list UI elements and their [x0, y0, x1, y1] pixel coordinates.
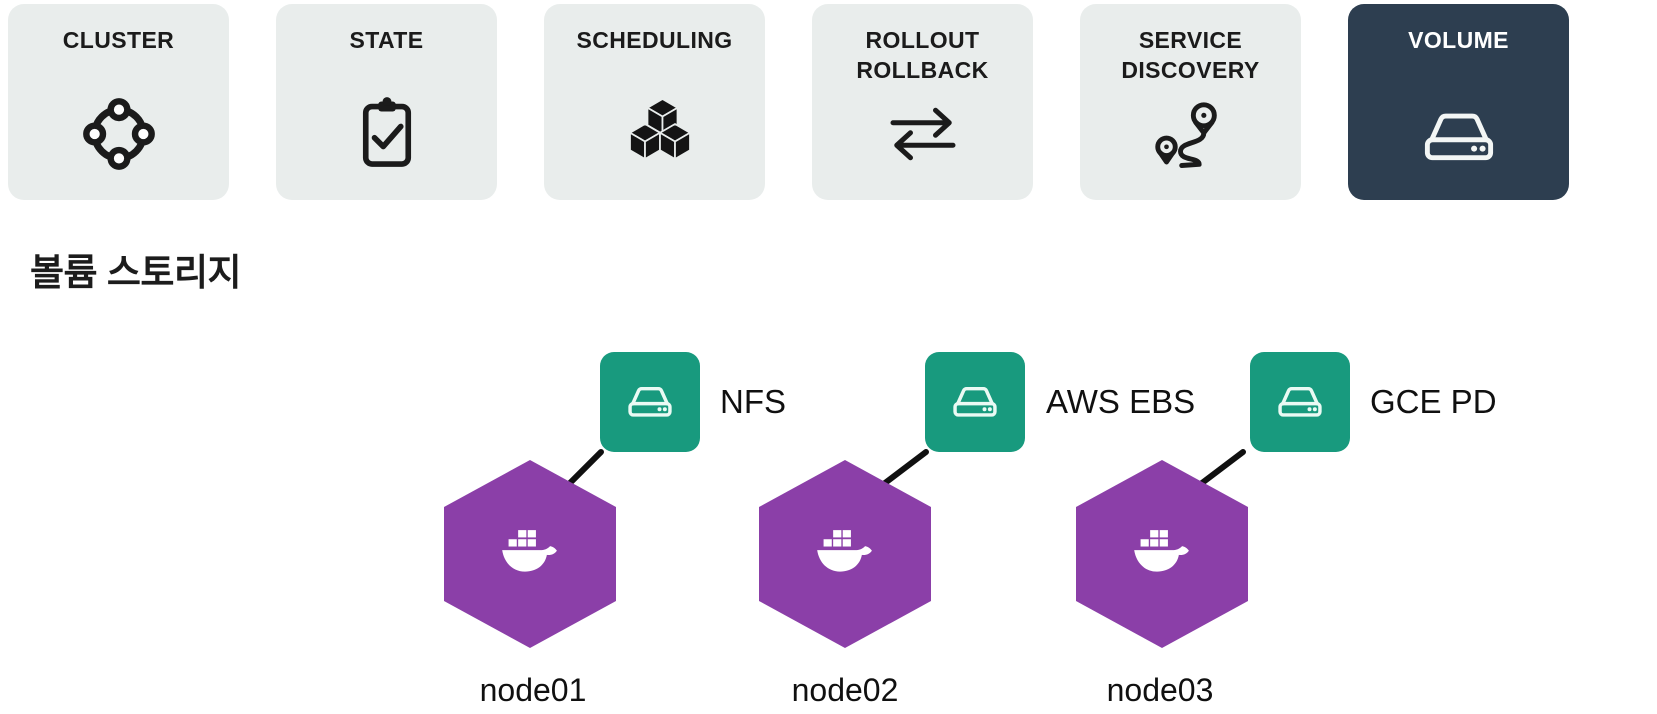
card-rollout-rollback-icon-area: [812, 87, 1033, 200]
clipboard-check-icon: [347, 94, 427, 179]
card-rollout-rollback: ROLLOUT ROLLBACK: [812, 4, 1033, 200]
volume-label-aws-ebs: AWS EBS: [1046, 383, 1196, 420]
volume-box-nfs: [600, 352, 700, 452]
card-cluster-title: CLUSTER: [62, 27, 175, 53]
card-service-discovery-title: SERVICE DISCOVERY: [1121, 27, 1260, 84]
storage-drive-icon: [1413, 98, 1505, 175]
card-volume-icon-area: [1348, 87, 1569, 200]
card-scheduling-title: SCHEDULING: [576, 27, 733, 53]
volume-label-nfs: NFS: [720, 383, 786, 420]
storage-drive-icon: [946, 377, 1004, 428]
card-state-title: STATE: [349, 27, 424, 53]
section-title: 볼륨 스토리지: [30, 252, 242, 293]
volume-box-aws-ebs: [925, 352, 1025, 452]
feature-card-row: CLUSTER STATE: [8, 4, 1569, 200]
card-service-discovery-icon-area: [1080, 87, 1301, 200]
storage-drive-icon: [621, 377, 679, 428]
card-scheduling-icon-area: [544, 87, 765, 200]
card-volume: VOLUME: [1348, 4, 1569, 200]
node-hexagon-node02: [759, 460, 931, 648]
card-state-icon-area: [276, 87, 497, 200]
card-cluster: CLUSTER: [8, 4, 229, 200]
swap-arrows-icon: [883, 101, 963, 172]
volume-label-gce-pd: GCE PD: [1370, 383, 1497, 420]
node-hexagon-node01: [444, 460, 616, 648]
docker-whale-icon: [499, 529, 561, 580]
cubes-icon: [615, 94, 695, 179]
card-rollout-rollback-title: ROLLOUT ROLLBACK: [856, 27, 989, 84]
card-volume-title: VOLUME: [1408, 27, 1509, 53]
card-state: STATE: [276, 4, 497, 200]
card-scheduling: SCHEDULING: [544, 4, 765, 200]
node-label-node02: node02: [791, 672, 899, 708]
node-hexagon-node03: [1076, 460, 1248, 648]
docker-whale-icon: [814, 529, 876, 580]
cluster-ring-icon: [78, 93, 160, 180]
storage-drive-icon: [1271, 377, 1329, 428]
node-label-node03: node03: [1106, 672, 1214, 708]
card-cluster-icon-area: [8, 87, 229, 200]
card-service-discovery: SERVICE DISCOVERY: [1080, 4, 1301, 200]
volume-box-gce-pd: [1250, 352, 1350, 452]
docker-whale-icon: [1131, 529, 1193, 580]
route-pins-icon: [1149, 92, 1233, 181]
node-label-node01: node01: [479, 672, 587, 708]
